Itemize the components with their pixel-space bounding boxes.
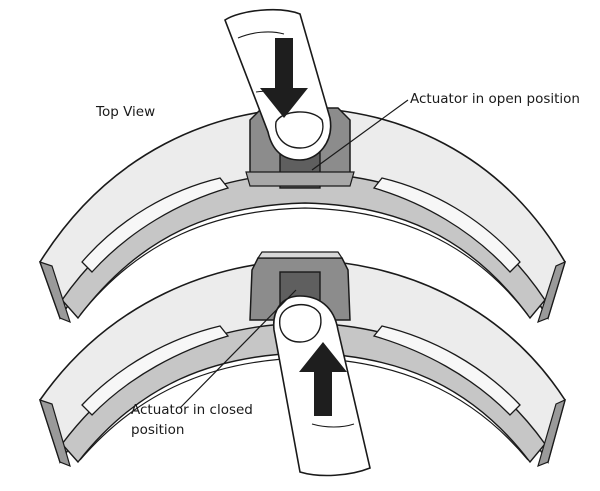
open-leader-line [311, 99, 409, 171]
upper-headband-lining [79, 207, 529, 316]
open-position-label: Actuator in open position [410, 91, 580, 107]
lower-actuator-cap [256, 251, 344, 259]
lower-left-pad [81, 325, 230, 416]
closed-position-label: Actuator in closed position [131, 400, 291, 440]
upper-left-pad [81, 177, 230, 273]
lower-right-end [537, 398, 566, 468]
up-arrow-icon [299, 342, 347, 416]
lower-right-pad [372, 325, 521, 416]
upper-right-pad [372, 177, 521, 273]
top-view-label: Top View [96, 104, 156, 120]
closed-position-label-line1: Actuator in closed [131, 402, 253, 418]
upper-right-end [537, 260, 566, 324]
lower-left-end [39, 399, 71, 468]
closed-position-label-line2: position [131, 422, 185, 438]
closed-leader-line [179, 289, 297, 409]
upper-actuator-base [245, 171, 355, 187]
lower-fingernail [279, 304, 322, 343]
down-arrow-icon [260, 38, 308, 118]
upper-fingernail [275, 111, 324, 149]
upper-left-end [39, 261, 71, 324]
